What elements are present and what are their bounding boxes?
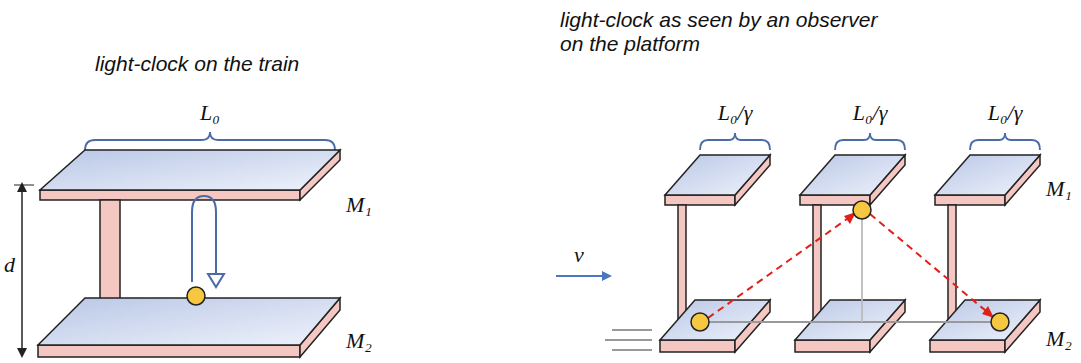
dimension-label: L₀/γ (718, 100, 753, 125)
figure-title: light-clock as seen by an observer on th… (560, 8, 890, 56)
dimension-label: d (4, 252, 15, 277)
dimension-label: L₀ (200, 100, 220, 125)
figure-title: light-clock on the train (95, 52, 299, 76)
mirror-label: M₁ (1046, 176, 1072, 201)
mirror-label: M₁ (346, 192, 372, 217)
velocity-label: v (574, 242, 584, 267)
dimension-label: L₀/γ (988, 100, 1023, 125)
mirror-label: M₂ (346, 328, 372, 353)
dimension-label: L₀/γ (853, 100, 888, 125)
mirror-label: M₂ (1046, 326, 1072, 351)
